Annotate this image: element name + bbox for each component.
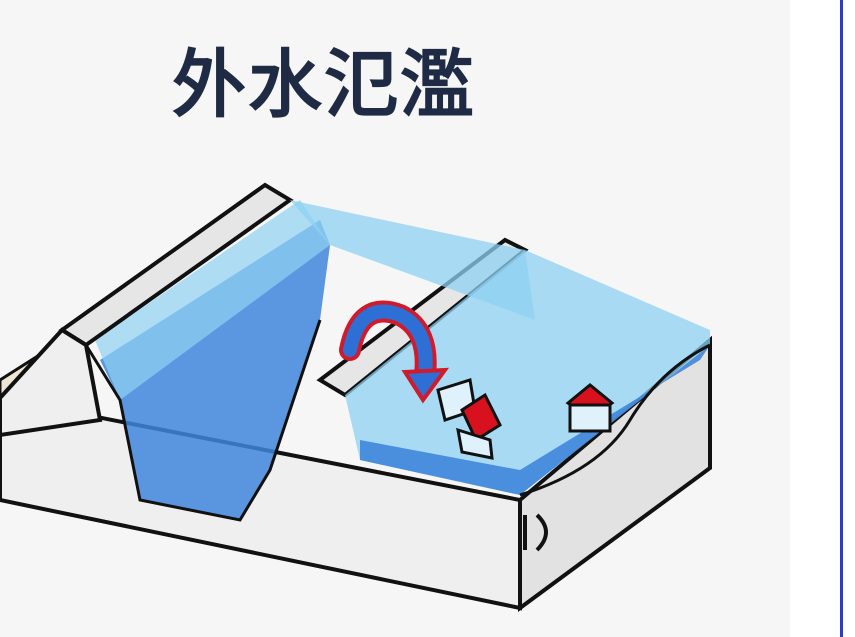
house-icon <box>436 378 502 460</box>
house-icon <box>565 383 615 433</box>
river-channel <box>95 200 330 520</box>
culvert-mark <box>523 513 548 552</box>
overflow-arrow-icon <box>339 300 450 404</box>
flooded-area <box>345 250 711 497</box>
frame-border <box>840 0 843 637</box>
diagram-title: 外水氾濫 <box>172 42 476 128</box>
